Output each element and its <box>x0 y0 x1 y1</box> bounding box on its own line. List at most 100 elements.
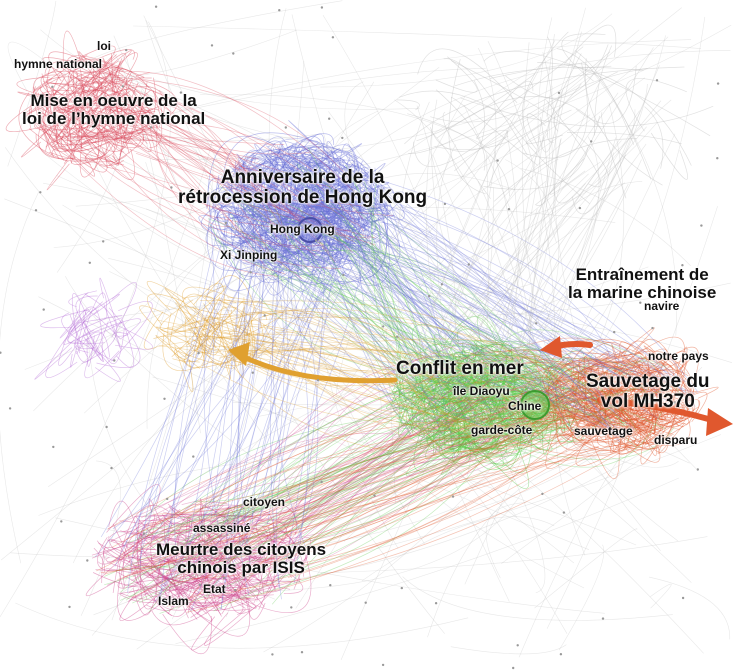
edge <box>247 231 325 260</box>
edge <box>485 376 505 406</box>
node <box>251 371 254 374</box>
edge <box>257 183 376 250</box>
node <box>341 136 344 140</box>
edge <box>110 521 157 542</box>
edge <box>106 553 243 572</box>
edge <box>128 534 265 594</box>
edge <box>635 378 674 423</box>
edge <box>380 257 396 504</box>
edge <box>39 104 91 119</box>
edge <box>451 343 541 464</box>
edge <box>135 72 152 79</box>
edge <box>312 173 330 264</box>
edge <box>192 557 308 588</box>
edge <box>217 316 231 379</box>
edge <box>617 356 693 402</box>
edge <box>232 432 655 591</box>
term-ile-diaoyu: île Diaoyu <box>453 384 510 398</box>
edge <box>443 415 592 450</box>
edge <box>310 246 346 261</box>
edge <box>435 354 481 402</box>
edge <box>367 203 372 215</box>
edge <box>86 104 132 132</box>
edge <box>620 418 670 421</box>
edge <box>433 380 476 439</box>
edge <box>505 159 560 328</box>
edge <box>577 415 637 437</box>
edge <box>69 79 128 121</box>
edge <box>472 355 519 441</box>
edge <box>242 192 339 223</box>
edge <box>159 225 370 587</box>
edge <box>322 14 464 381</box>
edge <box>207 557 253 590</box>
edge <box>552 405 573 443</box>
edge <box>91 518 212 559</box>
edge <box>462 341 514 414</box>
edge <box>211 225 282 253</box>
edge <box>463 104 569 453</box>
edge <box>508 343 632 431</box>
edge <box>541 362 596 399</box>
edge <box>408 46 584 154</box>
edge <box>619 341 650 385</box>
edge <box>244 171 290 521</box>
edge <box>290 144 309 260</box>
edge <box>616 336 686 370</box>
term-hymne-national: hymne national <box>14 57 103 71</box>
edge <box>542 392 629 423</box>
edge <box>553 138 586 204</box>
edge <box>245 412 541 510</box>
edge <box>214 140 284 198</box>
edge <box>230 190 375 240</box>
node <box>639 301 642 304</box>
edge <box>7 1 57 167</box>
edge <box>571 338 667 366</box>
edge <box>133 363 472 583</box>
edge <box>399 90 510 120</box>
edge <box>177 526 278 609</box>
edge <box>251 494 521 592</box>
edge <box>228 160 278 189</box>
edge <box>180 419 421 519</box>
edge <box>70 135 259 160</box>
edge <box>401 152 497 378</box>
node <box>52 445 55 449</box>
edge <box>426 430 457 449</box>
edge <box>400 388 477 446</box>
edge <box>160 299 194 333</box>
edge <box>232 167 358 205</box>
edge <box>63 67 107 109</box>
edge <box>563 397 666 439</box>
edge <box>322 180 376 251</box>
edge <box>538 65 660 395</box>
edge <box>207 347 516 375</box>
edge <box>546 100 602 188</box>
edge <box>441 351 540 386</box>
edge <box>273 239 672 386</box>
edge <box>414 359 513 405</box>
edge <box>217 178 287 227</box>
edge <box>229 212 545 442</box>
edge <box>252 181 283 212</box>
edge <box>67 102 160 111</box>
edge <box>521 354 560 410</box>
edge <box>269 407 519 549</box>
edge <box>165 304 525 447</box>
edge <box>685 399 694 409</box>
edge <box>518 455 622 658</box>
edge <box>506 383 564 410</box>
edge <box>249 159 366 189</box>
edge <box>537 17 557 243</box>
edge <box>485 502 527 579</box>
edge <box>190 255 279 611</box>
edge <box>177 595 251 637</box>
edge <box>151 569 260 626</box>
edge <box>552 404 687 430</box>
edge <box>269 148 308 201</box>
edge <box>305 205 371 223</box>
edge <box>195 358 482 559</box>
edge <box>483 353 525 394</box>
edge <box>231 146 294 246</box>
edge <box>232 202 297 241</box>
